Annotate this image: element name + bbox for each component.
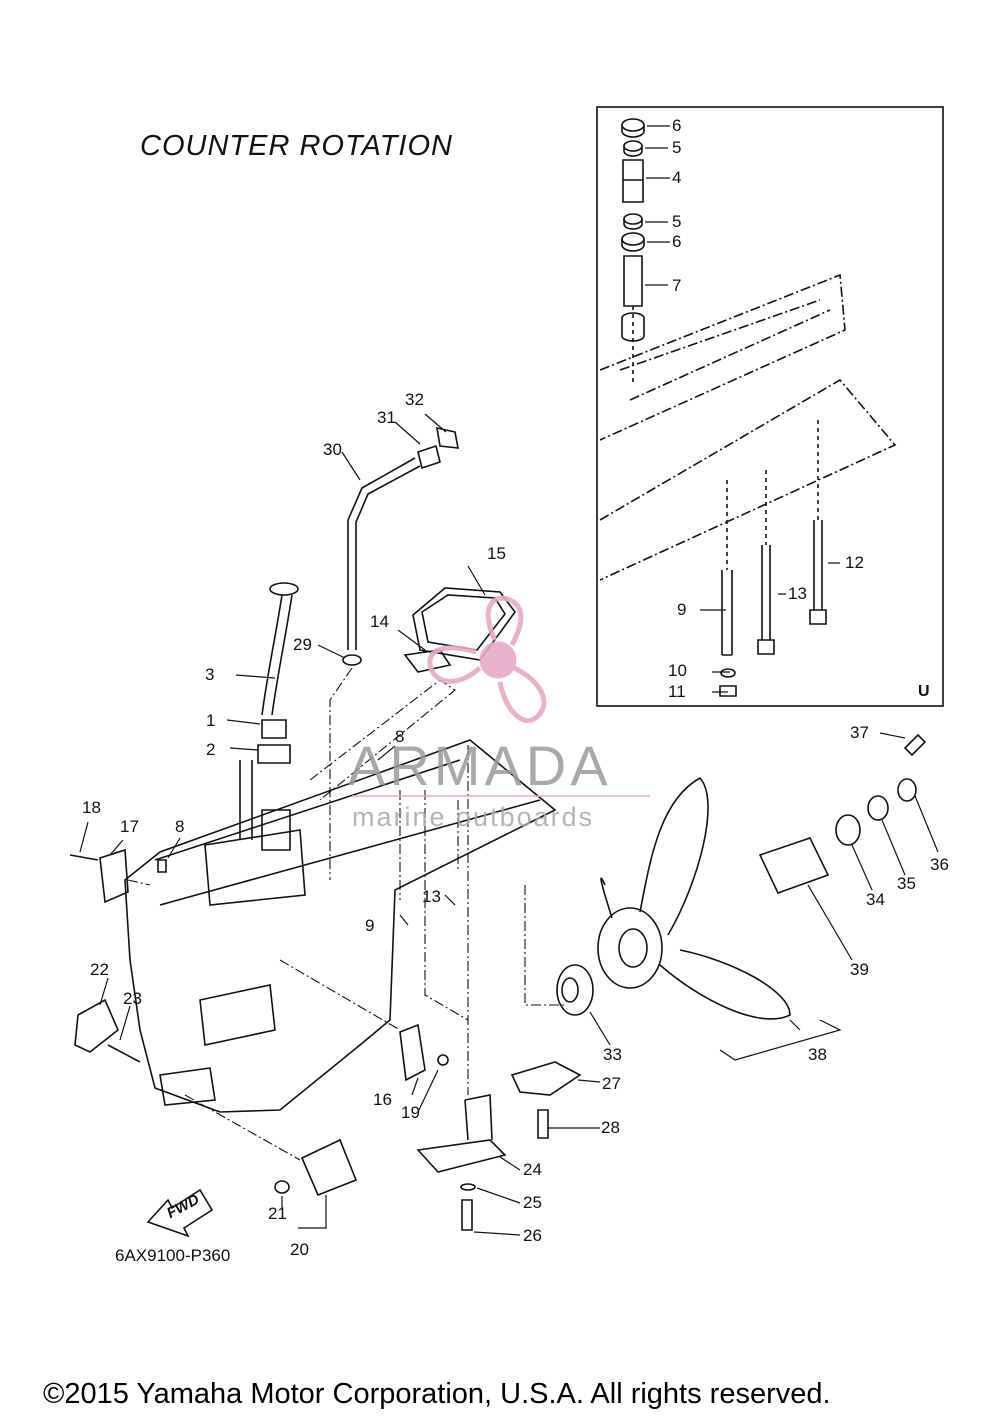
callout-4: 4 (672, 168, 681, 187)
callout-26: 26 (523, 1226, 542, 1245)
inset-studs (719, 520, 827, 697)
callout-30: 30 (323, 440, 342, 459)
callout-7: 7 (672, 276, 681, 295)
callout-6: 6 (672, 116, 681, 135)
callout-6: 6 (672, 232, 681, 251)
anode-20 (300, 1138, 358, 1197)
callout-19: 19 (401, 1103, 420, 1122)
callout-36: 36 (930, 855, 949, 874)
guide-lines (127, 667, 565, 1161)
callout-27: 27 (602, 1074, 621, 1093)
drive-shaft-assembly (204, 760, 306, 906)
callout-37: 37 (850, 723, 869, 742)
fwd-arrow (146, 1188, 214, 1238)
callout-35: 35 (897, 874, 916, 893)
diagram-title: COUNTER ROTATION (140, 130, 453, 162)
callout-13: 13 (788, 584, 807, 603)
inset-housing (599, 273, 897, 581)
callout-23: 23 (123, 989, 142, 1008)
callout-3: 3 (205, 665, 214, 684)
callout-21: 21 (268, 1204, 287, 1223)
callout-9: 9 (677, 600, 686, 619)
callout-25: 25 (523, 1193, 542, 1212)
callout-20: 20 (290, 1240, 309, 1259)
callout-31: 31 (377, 408, 396, 427)
callout-5: 5 (672, 138, 681, 157)
anode-17 (99, 848, 129, 904)
callout-2: 2 (206, 740, 215, 759)
leader-lines (79, 125, 939, 1236)
callout-14: 14 (370, 612, 389, 631)
spacer-39 (758, 837, 830, 894)
callout-28: 28 (601, 1118, 620, 1137)
callout-34: 34 (866, 890, 885, 909)
callout-33: 33 (603, 1045, 622, 1064)
plate-27 (510, 1061, 582, 1096)
thrust-washer-33 (556, 964, 594, 1016)
callout-17: 17 (120, 817, 139, 836)
inset-bushing-stack (621, 118, 645, 342)
copyright-notice: ©2015 Yamaha Motor Corporation, U.S.A. A… (43, 1378, 831, 1410)
callout-5: 5 (672, 212, 681, 231)
callout-9: 9 (365, 916, 374, 935)
trim-tab-22 (74, 998, 119, 1053)
callout-24: 24 (523, 1160, 542, 1179)
anode-24 (416, 1094, 507, 1173)
callout-39: 39 (850, 960, 869, 979)
callout-12: 12 (845, 553, 864, 572)
water-tube-3 (261, 594, 283, 716)
callout-18: 18 (82, 798, 101, 817)
watermark-subtitle: marine outboards (352, 802, 595, 832)
watermark-name: ARMADA (348, 734, 612, 797)
callout-29: 29 (293, 635, 312, 654)
callout-11: 11 (668, 682, 686, 701)
lower-casing (124, 739, 557, 1113)
callout-38: 38 (808, 1045, 827, 1064)
callout-1: 1 (206, 711, 215, 730)
callout-22: 22 (90, 960, 109, 979)
inset-tag: U (918, 683, 930, 700)
callout-10: 10 (668, 661, 687, 680)
water-tube-30 (347, 457, 416, 650)
callout-8: 8 (175, 817, 184, 836)
watermark-logo (427, 595, 547, 724)
callout-13: 13 (422, 887, 441, 906)
diagram-code: 6AX9100-P360 (115, 1246, 231, 1265)
callout-16: 16 (373, 1090, 392, 1109)
gasket-15 (403, 587, 516, 673)
callout-15: 15 (487, 544, 506, 563)
callout-8: 8 (395, 727, 404, 746)
callout-32: 32 (405, 390, 424, 409)
propeller-38 (597, 776, 791, 1020)
